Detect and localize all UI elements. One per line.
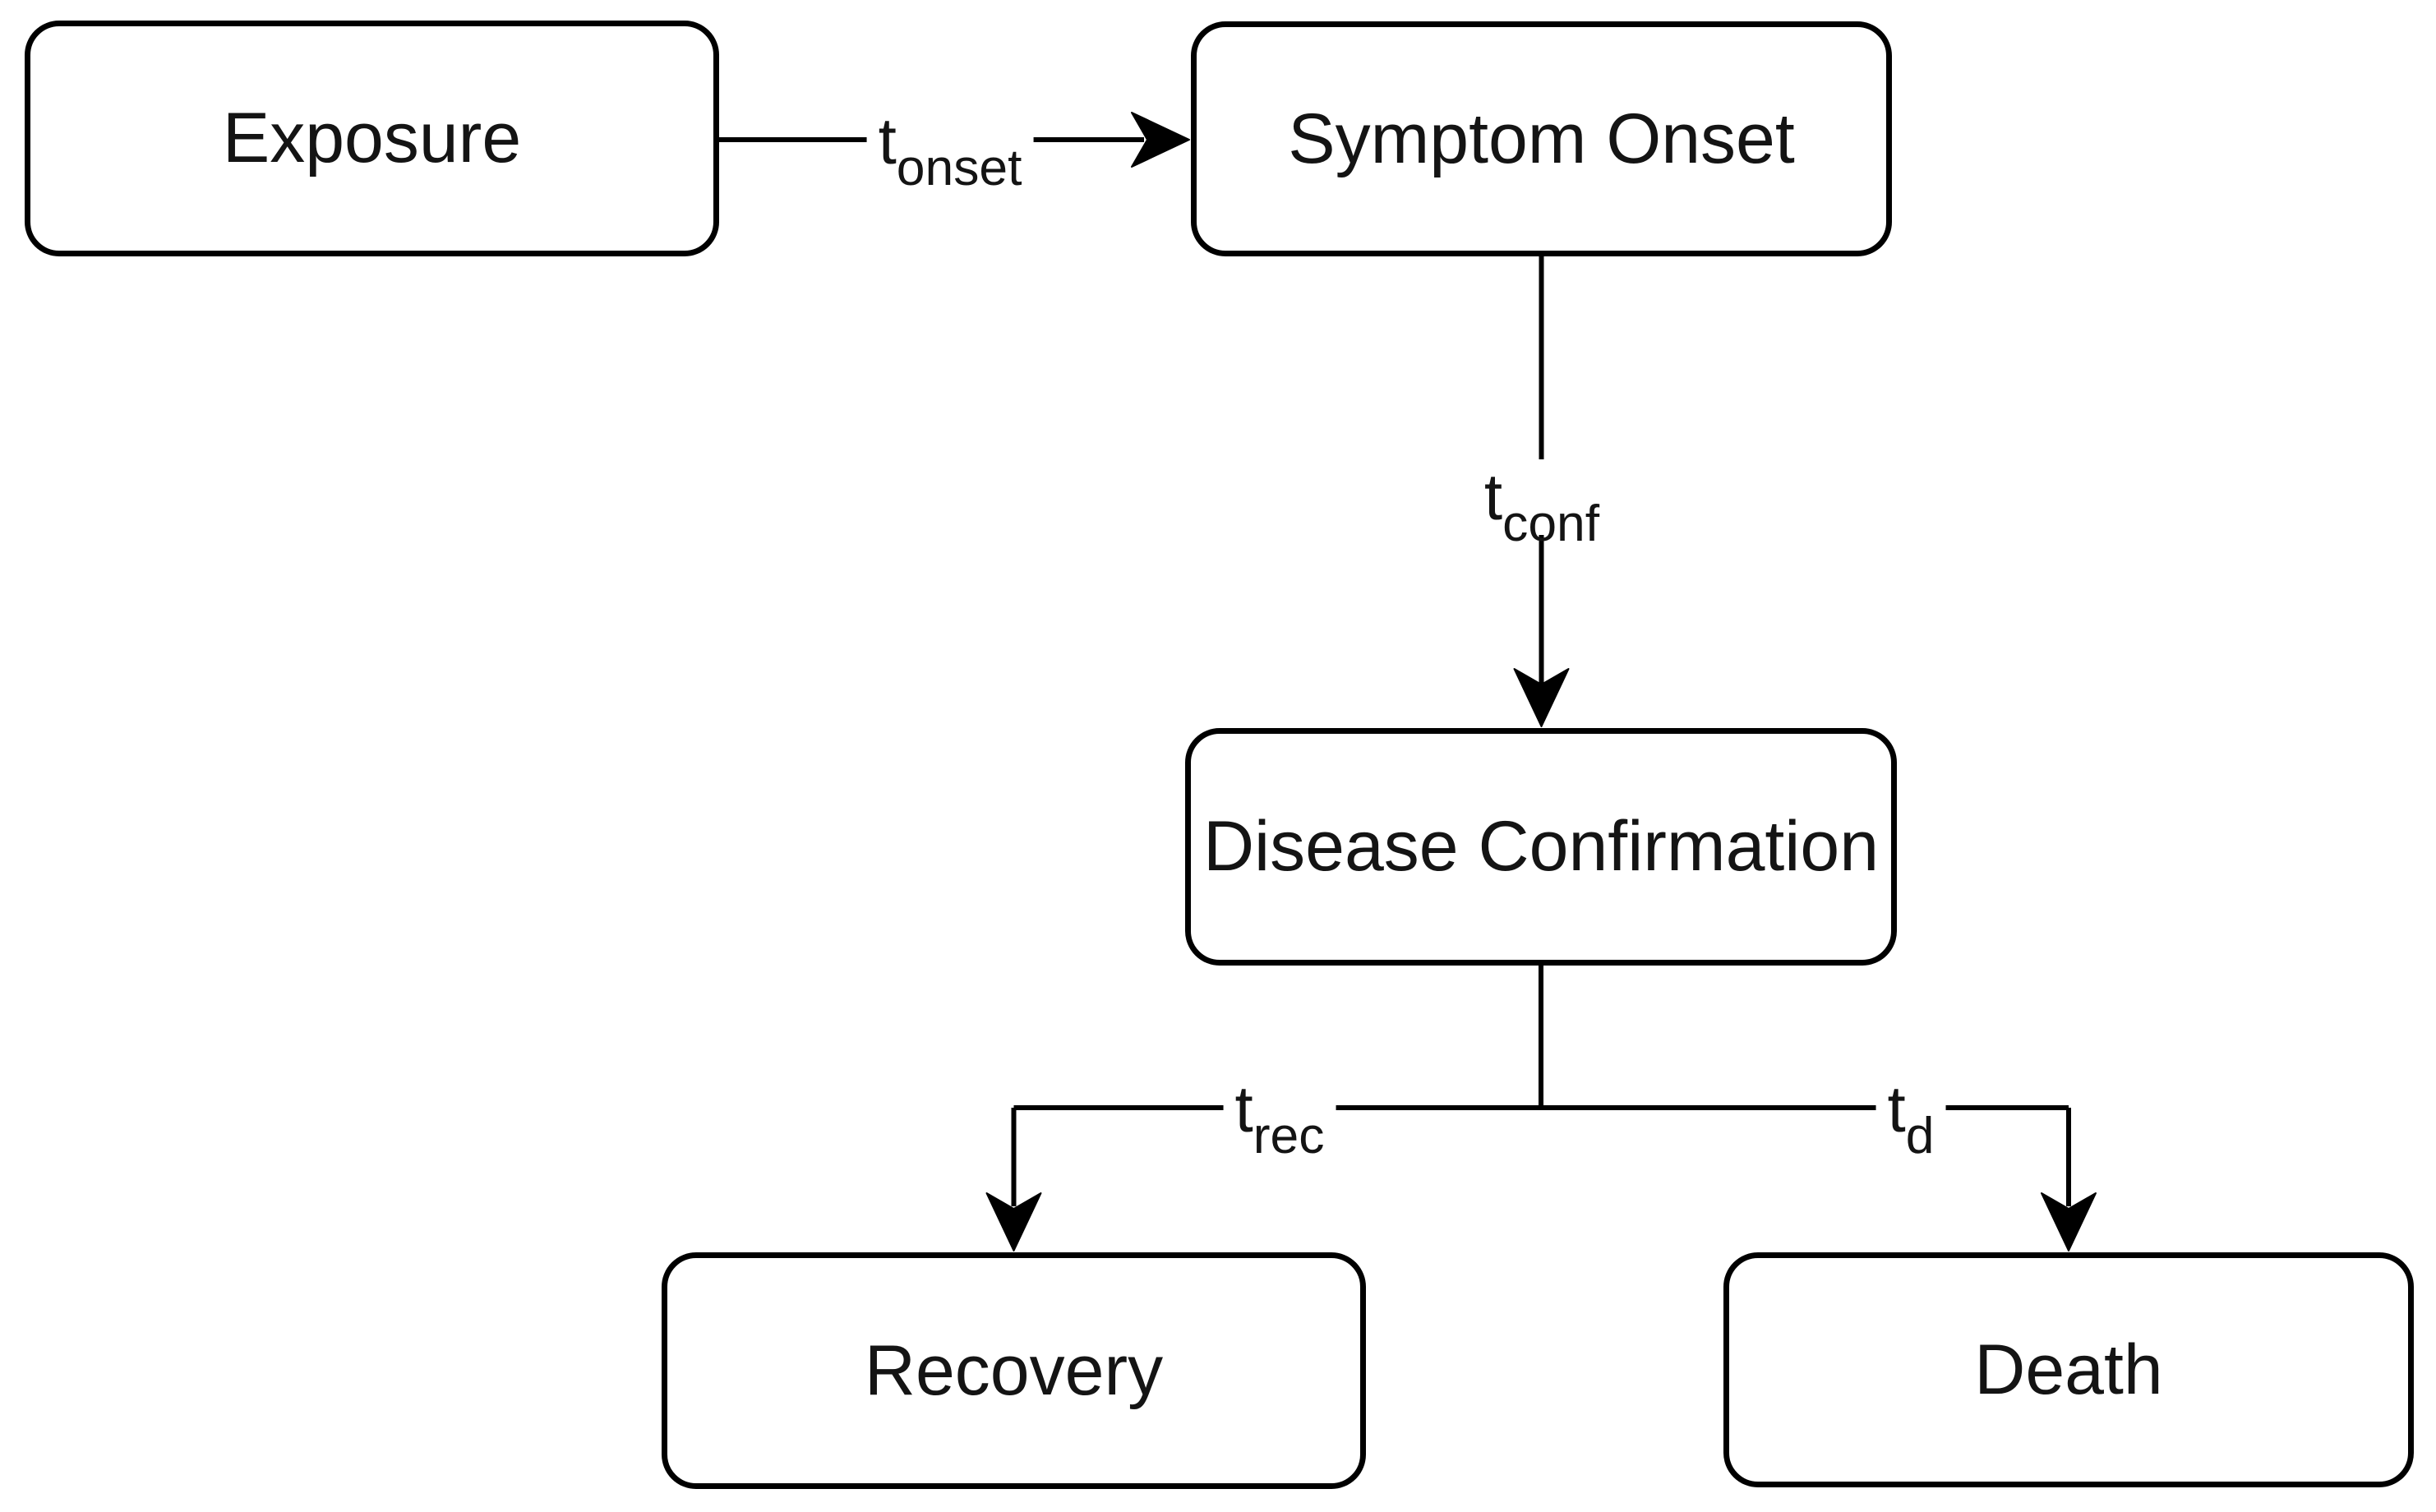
node-symptom-onset: Symptom Onset — [1191, 21, 1892, 256]
edge-label-d-base: t — [1887, 1072, 1906, 1146]
edge-label-conf-subscript: conf — [1502, 496, 1600, 553]
edge-label-onset-base: t — [878, 104, 897, 177]
edge-label-onset: tonset — [866, 104, 1034, 194]
edge-branch-line — [1011, 966, 2071, 1206]
edge-label-rec: trec — [1223, 1072, 1336, 1162]
edge-label-conf: tconf — [1472, 459, 1612, 550]
node-death: Death — [1723, 1252, 2414, 1487]
edge-label-rec-subscript: rec — [1253, 1108, 1325, 1165]
edge-d-arrowhead — [2041, 1192, 2097, 1252]
node-exposure: Exposure — [25, 21, 719, 256]
node-disease-confirmation: Disease Confirmation — [1185, 728, 1897, 966]
edge-label-rec-base: t — [1234, 1072, 1253, 1146]
node-disease-confirmation-label: Disease Confirmation — [1202, 807, 1880, 886]
node-recovery: Recovery — [662, 1252, 1366, 1489]
edge-onset-arrowhead — [1131, 112, 1190, 168]
node-symptom-onset-label: Symptom Onset — [1288, 99, 1795, 178]
edge-label-onset-subscript: onset — [896, 140, 1022, 197]
edge-label-conf-base: t — [1483, 460, 1503, 533]
edge-conf-arrowhead — [1513, 668, 1570, 727]
node-death-label: Death — [1974, 1330, 2163, 1409]
edge-rec-arrowhead — [985, 1192, 1042, 1252]
edge-label-d-subscript: d — [1905, 1108, 1935, 1165]
node-exposure-label: Exposure — [222, 99, 522, 177]
node-recovery-label: Recovery — [864, 1330, 1164, 1410]
edge-label-d: td — [1875, 1072, 1946, 1162]
